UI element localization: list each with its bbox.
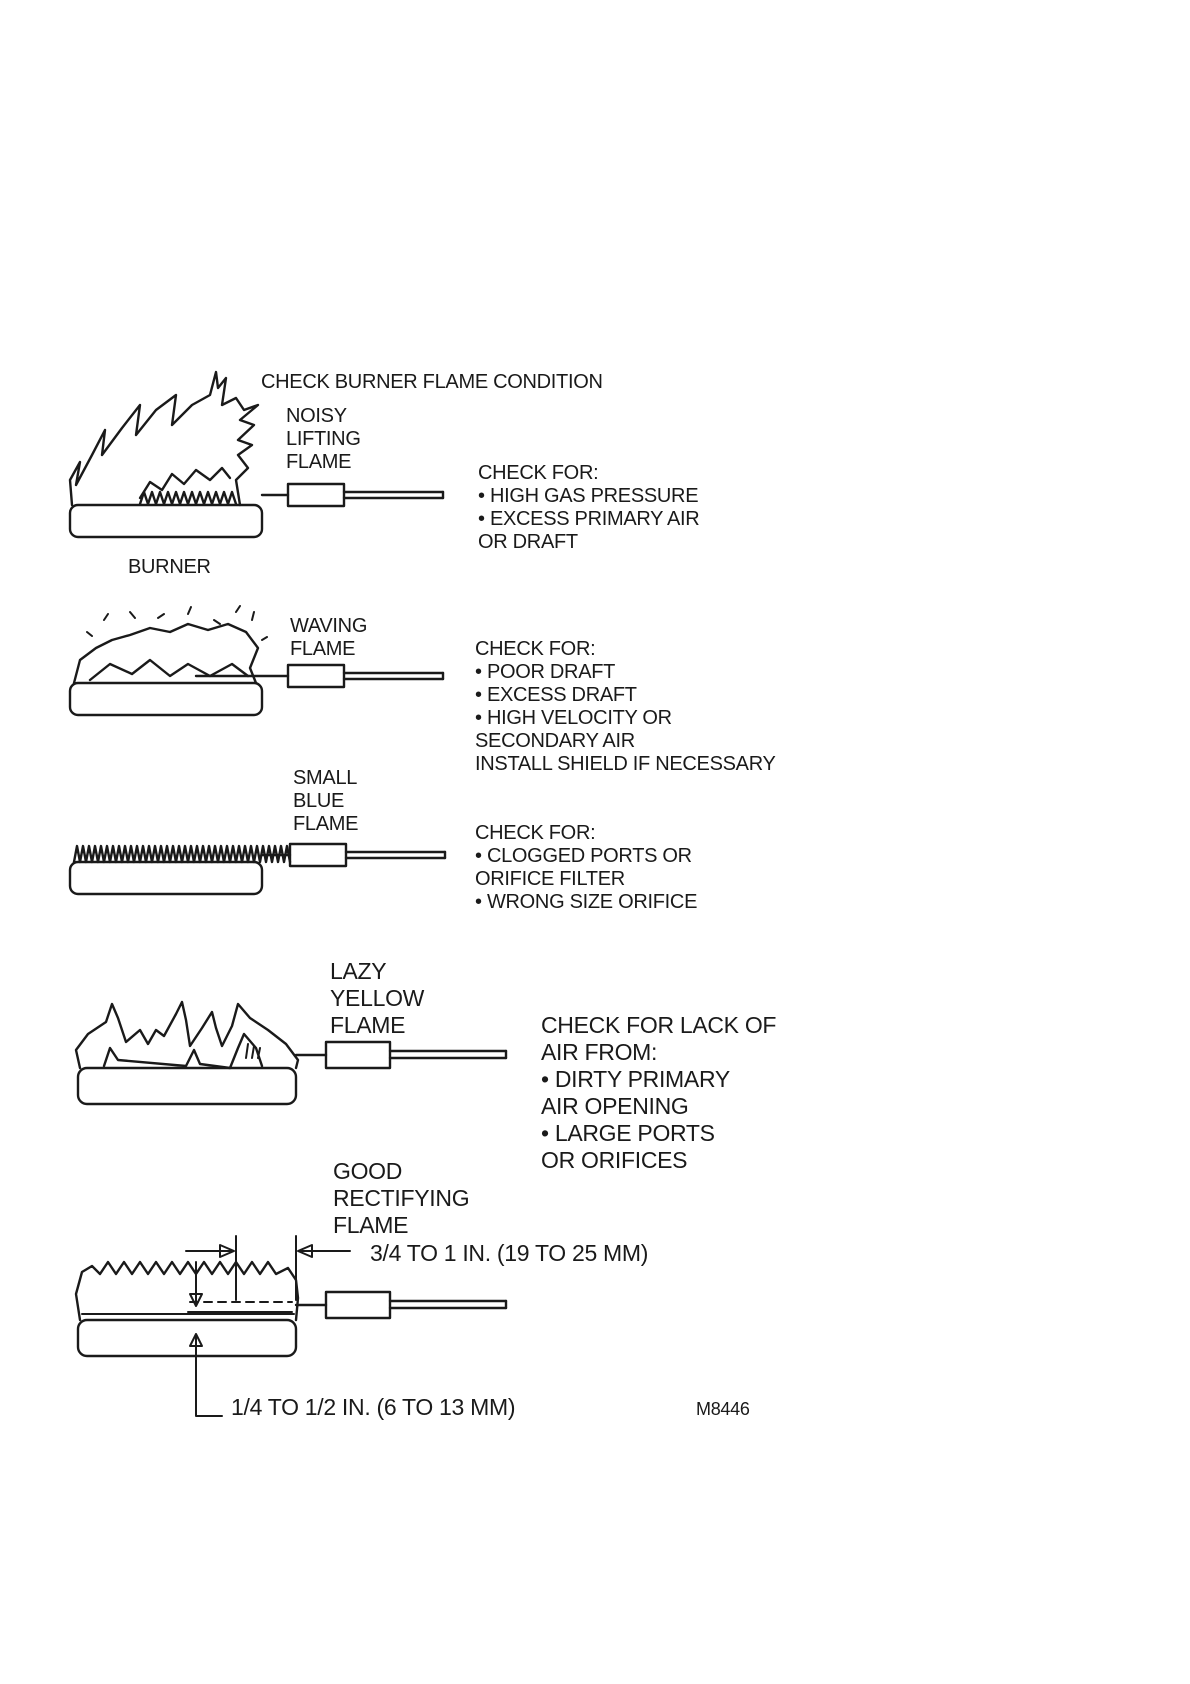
- lazy-flame-licks: [246, 1044, 260, 1058]
- diagram-title: CHECK BURNER FLAME CONDITION: [261, 371, 603, 393]
- waving-flame-outline: [74, 624, 258, 683]
- good-rectifying-flame-illustration: [76, 1236, 506, 1416]
- lifting-flame-inner: [140, 468, 230, 498]
- flame-rod-holder: [288, 484, 344, 506]
- noisy-lifting-flame-illustration: [70, 372, 443, 537]
- waving-flame-inner: [90, 660, 248, 680]
- check-list-waving: CHECK FOR: • POOR DRAFT • EXCESS DRAFT •…: [475, 638, 776, 775]
- flame-rod-holder: [288, 665, 344, 687]
- waving-flame-illustration: [70, 606, 443, 715]
- burner-body: [78, 1068, 296, 1104]
- flame-label-waving: WAVING FLAME: [290, 615, 368, 660]
- flame-rod-holder: [326, 1042, 390, 1068]
- depth-leader-elbow: [196, 1386, 222, 1416]
- burner-ports: [140, 492, 236, 504]
- flame-rod-holder: [326, 1292, 390, 1318]
- depth-leader: [190, 1334, 202, 1386]
- dimension-flame-depth: 1/4 TO 1/2 IN. (6 TO 13 MM): [231, 1394, 516, 1420]
- flame-label-lazy-yellow: LAZY YELLOW FLAME: [330, 958, 425, 1038]
- lazy-yellow-flame-illustration: [76, 1002, 506, 1104]
- burner-body: [78, 1320, 296, 1356]
- check-list-lazy-yellow: CHECK FOR LACK OF AIR FROM: • DIRTY PRIM…: [541, 1012, 777, 1173]
- check-list-small-blue: CHECK FOR: • CLOGGED PORTS OR ORIFICE FI…: [475, 822, 698, 913]
- small-blue-flame-ports: [74, 846, 290, 862]
- flame-label-small-blue: SMALL BLUE FLAME: [293, 767, 359, 835]
- burner-label: BURNER: [128, 556, 211, 578]
- burner-body: [70, 862, 262, 894]
- figure-code: M8446: [696, 1399, 750, 1419]
- check-list-noisy-lifting: CHECK FOR: • HIGH GAS PRESSURE • EXCESS …: [478, 462, 700, 553]
- flame-label-good-rectifying: GOOD RECTIFYING FLAME: [333, 1158, 470, 1238]
- burner-body: [70, 505, 262, 537]
- depth-arrow-top: [190, 1262, 202, 1306]
- burner-body: [70, 683, 262, 715]
- lifting-flame-outline: [70, 372, 258, 505]
- lazy-flame-outline: [76, 1002, 298, 1068]
- dimension-flame-height: 3/4 TO 1 IN. (19 TO 25 MM): [370, 1240, 649, 1266]
- dimension-arrow-left: [186, 1245, 234, 1257]
- waving-flame-sparks: [87, 606, 267, 640]
- rectifying-flame-outline: [76, 1262, 298, 1320]
- dimension-arrow-right: [298, 1245, 350, 1257]
- lazy-flame-inner: [104, 1034, 262, 1068]
- flame-rod-holder: [290, 844, 346, 866]
- small-blue-flame-illustration: [70, 844, 445, 894]
- flame-label-noisy-lifting: NOISY LIFTING FLAME: [286, 405, 361, 473]
